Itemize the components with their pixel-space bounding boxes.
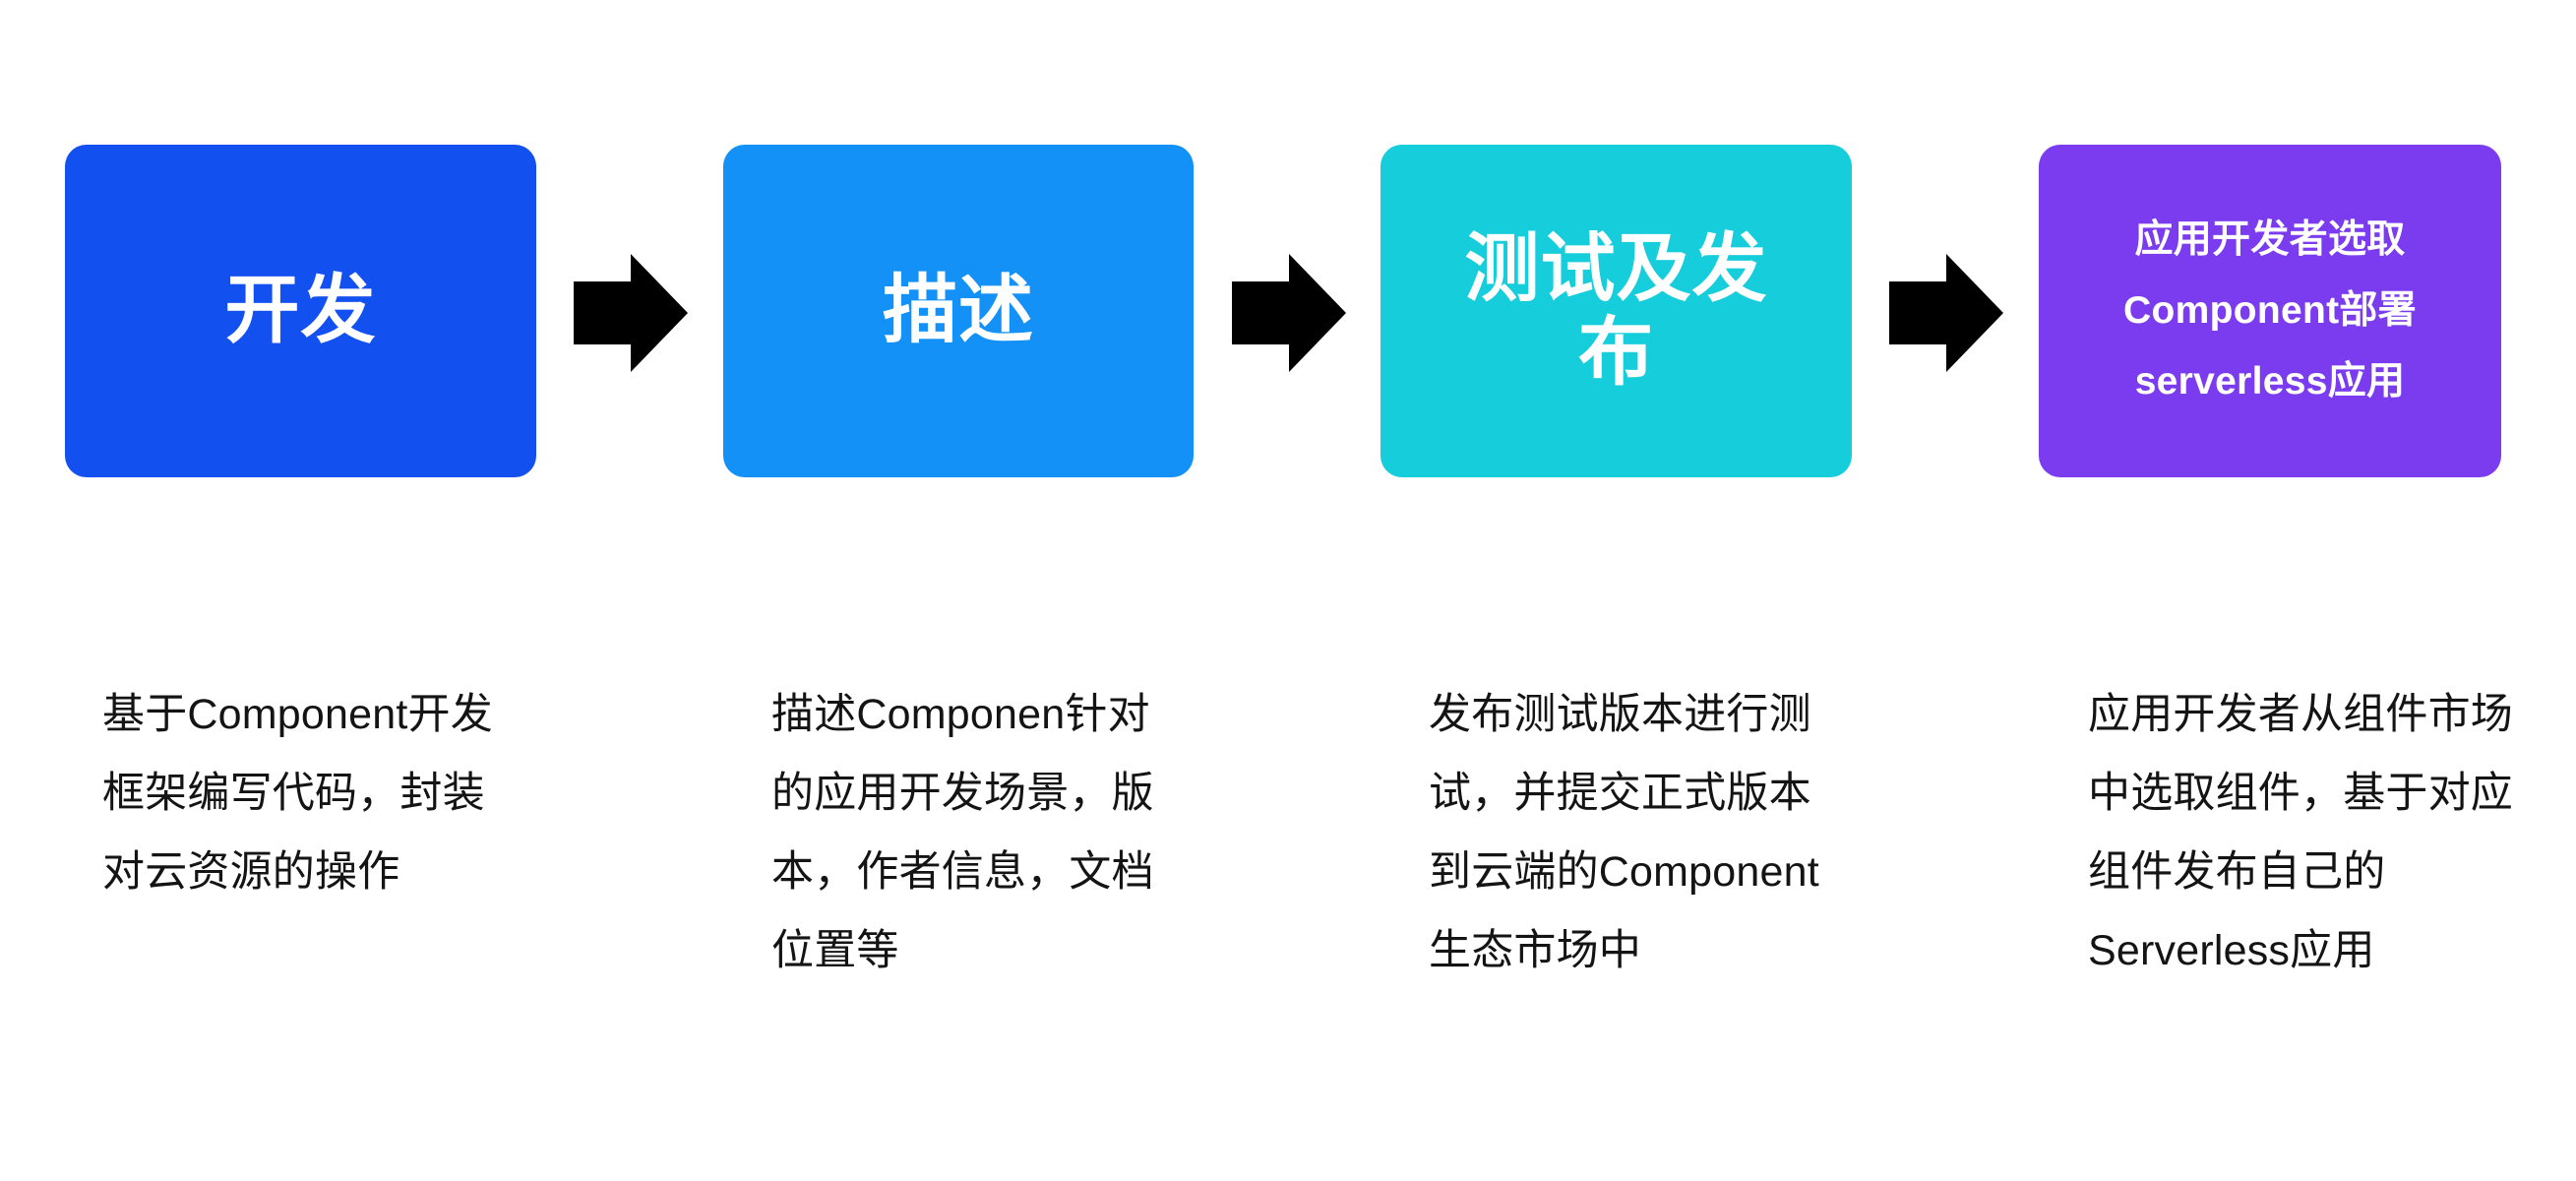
process-step-caption-2: 描述Componen针对的应用开发场景，版本，作者信息，文档位置等	[771, 691, 1154, 974]
process-step-box-4[interactable]: 应用开发者选取Component部署serverless应用	[2039, 145, 2501, 477]
flow-arrow-2-to-3	[1232, 254, 1346, 372]
process-step-box-2-label: 描述	[883, 269, 1034, 353]
process-step-caption-4: 应用开发者从组件市场中选取组件，基于对应组件发布自己的Serverless应用	[2088, 691, 2513, 974]
process-step-box-3-label: 测试及发布	[1464, 226, 1768, 395]
process-step-caption-3: 发布测试版本进行测试，并提交正式版本到云端的Component生态市场中	[1429, 691, 1819, 974]
process-step-box-3[interactable]: 测试及发布	[1380, 145, 1852, 477]
process-step-box-1[interactable]: 开发	[65, 145, 536, 477]
process-step-caption-1: 基于Component开发框架编写代码，封装对云资源的操作	[102, 691, 493, 896]
process-step-box-1-label: 开发	[224, 269, 377, 353]
process-step-box-2[interactable]: 描述	[723, 145, 1194, 477]
process-step-box-4-label: 应用开发者选取Component部署serverless应用	[2123, 218, 2417, 404]
flow-arrow-3-to-4	[1889, 254, 2003, 372]
flow-arrow-1-to-2	[574, 254, 688, 372]
